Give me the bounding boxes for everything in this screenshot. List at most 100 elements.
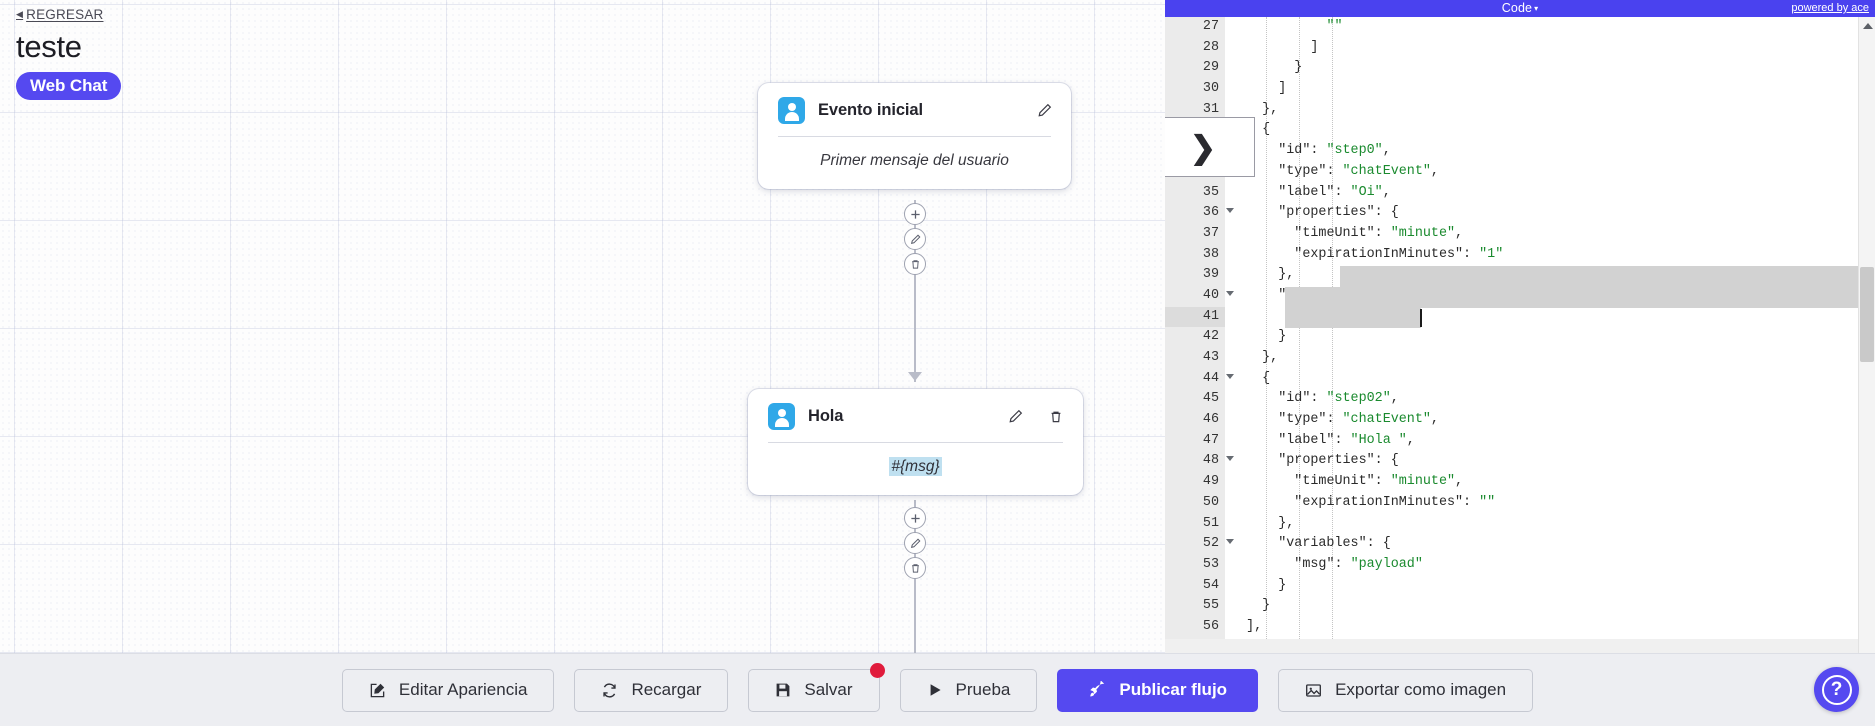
line-number: 49 xyxy=(1165,472,1225,493)
code-line[interactable]: 42 } xyxy=(1165,327,1875,348)
flow-canvas[interactable]: ◀ REGRESAR teste Web Chat Evento inicial xyxy=(0,0,1165,653)
text-cursor xyxy=(1420,308,1422,327)
code-line-text: "id": "step0", xyxy=(1278,143,1391,159)
code-line-text: } xyxy=(1230,60,1303,76)
selection-band xyxy=(1285,287,1875,308)
test-button[interactable]: Prueba xyxy=(899,668,1038,712)
fold-toggle-icon[interactable] xyxy=(1226,208,1234,214)
code-line[interactable]: 55 } xyxy=(1165,596,1875,617)
editor-mode-selector[interactable]: Code▾ xyxy=(1165,1,1875,15)
code-line[interactable]: 47 "label": "Hola ", xyxy=(1165,430,1875,452)
back-link-label: REGRESAR xyxy=(26,7,104,22)
flow-header: ◀ REGRESAR teste Web Chat xyxy=(16,4,122,101)
code-line[interactable]: 33 "id": "step0", xyxy=(1165,141,1875,162)
button-label: Salvar xyxy=(804,680,853,699)
fold-toggle-icon[interactable] xyxy=(1226,373,1234,379)
line-number: 27 xyxy=(1165,17,1225,38)
code-line-text: "properties": { xyxy=(1278,453,1399,469)
line-number: 38 xyxy=(1165,244,1225,266)
code-line-text: "expirationInMinutes": "" xyxy=(1294,494,1496,510)
code-line[interactable]: 30 ] xyxy=(1165,79,1875,100)
trash-icon[interactable] xyxy=(1046,407,1066,427)
button-label: Editar Apariencia xyxy=(398,680,528,699)
page-title: teste xyxy=(16,29,82,64)
code-line[interactable]: 56 ], xyxy=(1165,616,1875,638)
chevron-down-icon: ▾ xyxy=(1534,3,1539,13)
scrollbar-thumb[interactable] xyxy=(1860,267,1874,362)
code-line-text: "variables": { xyxy=(1278,536,1391,552)
edit-appearance-button[interactable]: Editar Apariencia xyxy=(341,668,555,712)
line-number: 46 xyxy=(1165,410,1225,431)
code-line[interactable]: 41 "H": "payload" xyxy=(1165,306,1875,328)
code-line[interactable]: 31 }, xyxy=(1165,99,1875,121)
code-line[interactable]: 48 "properties": { xyxy=(1165,451,1875,473)
edit-icon[interactable] xyxy=(1034,101,1054,121)
plus-icon[interactable] xyxy=(904,203,926,225)
code-line[interactable]: 32 { xyxy=(1165,120,1875,142)
line-number: 30 xyxy=(1165,79,1225,100)
line-number: 52 xyxy=(1165,534,1234,555)
editor-horizontal-scrollbar[interactable] xyxy=(1165,639,1858,653)
user-avatar-icon xyxy=(768,403,795,430)
code-line-text: }, xyxy=(1230,515,1295,531)
code-line[interactable]: 50 "expirationInMinutes": "" xyxy=(1165,492,1875,514)
code-line-text: "label": "Oi", xyxy=(1278,184,1391,200)
code-line[interactable]: 37 "timeUnit": "minute", xyxy=(1165,223,1875,245)
code-line[interactable]: 38 "expirationInMinutes": "1" xyxy=(1165,244,1875,266)
line-number: 48 xyxy=(1165,451,1234,473)
code-line[interactable]: 36 "properties": { xyxy=(1165,203,1875,224)
pencil-icon[interactable] xyxy=(904,228,926,250)
code-line[interactable]: 49 "timeUnit": "minute", xyxy=(1165,472,1875,493)
plus-icon[interactable] xyxy=(904,507,926,529)
help-button[interactable]: ? xyxy=(1814,667,1859,712)
line-number: 37 xyxy=(1165,223,1225,245)
save-disk-icon xyxy=(775,682,791,698)
code-line[interactable]: 53 "msg": "payload" xyxy=(1165,554,1875,576)
code-line[interactable]: 52 "variables": { xyxy=(1165,534,1875,555)
code-line[interactable]: 44 { xyxy=(1165,368,1875,390)
trash-icon[interactable] xyxy=(904,253,926,275)
line-number: 40 xyxy=(1165,285,1234,307)
flow-node-evento-inicial[interactable]: Evento inicial Primer mensaje del usuari… xyxy=(758,83,1071,189)
variable-chip: #{msg} xyxy=(889,457,942,476)
code-line[interactable]: 29 } xyxy=(1165,58,1875,80)
editor-vertical-scrollbar[interactable] xyxy=(1858,17,1875,653)
back-link[interactable]: ◀ REGRESAR xyxy=(16,7,104,22)
code-line[interactable]: 28 ] xyxy=(1165,37,1875,59)
fold-toggle-icon[interactable] xyxy=(1226,290,1234,296)
pencil-icon[interactable] xyxy=(904,532,926,554)
code-line[interactable]: 27 "" xyxy=(1165,17,1875,38)
question-mark-icon: ? xyxy=(1821,674,1852,705)
code-line[interactable]: 34 "type": "chatEvent", xyxy=(1165,161,1875,183)
export-image-button[interactable]: Exportar como imagen xyxy=(1278,668,1534,712)
breakpoint-marker-box[interactable]: ❯ xyxy=(1165,117,1255,177)
rocket-icon xyxy=(1088,681,1106,699)
powered-by-link[interactable]: powered by ace xyxy=(1791,2,1869,14)
indent-guide xyxy=(1332,17,1333,653)
code-line[interactable]: 45 "id": "step02", xyxy=(1165,389,1875,411)
trash-icon[interactable] xyxy=(904,557,926,579)
unsaved-changes-badge xyxy=(869,662,885,678)
line-number: 45 xyxy=(1165,389,1225,411)
save-button[interactable]: Salvar xyxy=(748,662,885,712)
code-line[interactable]: 46 "type": "chatEvent", xyxy=(1165,410,1875,431)
edit-icon[interactable] xyxy=(1005,407,1025,427)
code-line[interactable]: 43 }, xyxy=(1165,348,1875,369)
image-icon xyxy=(1305,682,1322,699)
line-number: 35 xyxy=(1165,182,1225,204)
node-header: Evento inicial xyxy=(758,83,1071,136)
code-line[interactable]: 51 }, xyxy=(1165,513,1875,535)
code-content[interactable]: 27 ""28 ]29 }30 ]31 },32 {33 "id": "step… xyxy=(1165,17,1875,653)
code-line-text: "label": "Hola ", xyxy=(1278,432,1415,448)
scroll-up-arrow-icon[interactable] xyxy=(1863,23,1873,29)
publish-flow-button[interactable]: Publicar flujo xyxy=(1057,668,1259,712)
flow-node-hola[interactable]: Hola #{msg} xyxy=(748,389,1083,495)
reload-button[interactable]: Recargar xyxy=(574,668,729,712)
code-editor-panel[interactable]: Code▾ powered by ace 27 ""28 ]29 }30 ]31… xyxy=(1165,0,1875,653)
code-line[interactable]: 35 "label": "Oi", xyxy=(1165,182,1875,204)
code-line[interactable]: 39 }, xyxy=(1165,265,1875,286)
code-line[interactable]: 54 } xyxy=(1165,575,1875,597)
fold-toggle-icon[interactable] xyxy=(1226,539,1234,545)
fold-toggle-icon[interactable] xyxy=(1226,456,1234,462)
